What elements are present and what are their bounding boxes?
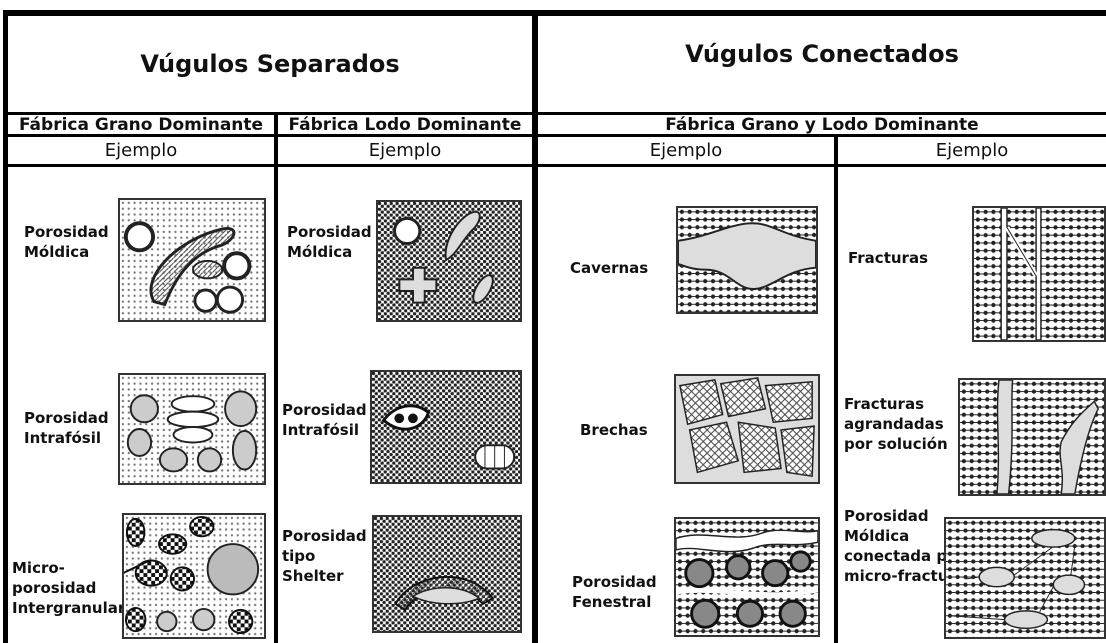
label-caverns: Cavernas xyxy=(570,258,648,278)
divider-header-row3 xyxy=(3,164,1106,167)
label-line: Micro- xyxy=(12,559,65,577)
divider-main-vertical xyxy=(532,10,538,643)
diagram-caverns xyxy=(676,206,818,314)
table-border-left xyxy=(3,10,8,643)
label-intergranular-microporosity: Micro- porosidad Intergranular xyxy=(12,558,125,618)
label-intrafossil-porosity: Porosidad Intrafósil xyxy=(24,408,109,448)
label-line: Móldica xyxy=(287,243,353,261)
header-example-col3: Ejemplo xyxy=(649,140,723,161)
label-line: Porosidad xyxy=(572,573,657,591)
label-line: Intrafósil xyxy=(24,429,101,447)
diagram-intergranular-microporosity xyxy=(122,513,266,639)
diagram-fractures xyxy=(972,206,1106,342)
label-line: Móldica xyxy=(24,243,90,261)
diagram-solution-enlarged-fractures xyxy=(958,378,1106,496)
diagram-intrafossil-mud xyxy=(370,370,522,484)
label-moldic-porosity-mud: Porosidad Móldica xyxy=(287,222,372,262)
divider-col1-col2 xyxy=(274,112,278,643)
diagram-intrafossil-grain xyxy=(118,373,266,485)
label-line: Intergranular xyxy=(12,599,126,617)
label-line: por solución xyxy=(844,435,948,453)
header-separated-vugs: Vúgulos Separados xyxy=(140,50,400,78)
label-line: porosidad xyxy=(12,579,97,597)
label-breccias: Brechas xyxy=(580,420,648,440)
label-fractures: Fracturas xyxy=(848,248,928,268)
label-line: Porosidad xyxy=(282,527,367,545)
label-moldic-connected-microfractures: Porosidad Móldica conectada por micro-fr… xyxy=(844,506,975,586)
label-line: Porosidad xyxy=(24,223,109,241)
label-line: Fenestral xyxy=(572,593,652,611)
header-example-col1: Ejemplo xyxy=(104,140,178,161)
label-shelter-porosity: Porosidad tipo Shelter xyxy=(282,526,367,586)
label-solution-enlarged-fractures: Fracturas agrandadas por solución xyxy=(844,394,948,454)
diagram-breccias xyxy=(674,374,820,484)
header-grain-dominant: Fábrica Grano Dominante xyxy=(18,114,264,135)
label-line: Fracturas xyxy=(844,395,924,413)
divider-col3-col4 xyxy=(834,137,838,643)
label-line: Fracturas xyxy=(848,249,928,267)
label-line: Porosidad xyxy=(844,507,929,525)
header-example-col4: Ejemplo xyxy=(935,140,1009,161)
label-line: Porosidad xyxy=(287,223,372,241)
divider-header-row2 xyxy=(3,134,1106,137)
label-line: Intrafósil xyxy=(282,421,359,439)
label-line: agrandadas xyxy=(844,415,944,433)
label-line: Brechas xyxy=(580,421,648,439)
label-line: Cavernas xyxy=(570,259,649,277)
label-line: Shelter xyxy=(282,567,344,585)
label-line: micro-fracturas xyxy=(844,567,975,585)
header-connected-vugs: Vúgulos Conectados xyxy=(685,40,959,68)
label-line: tipo xyxy=(282,547,316,565)
divider-header-row1 xyxy=(3,112,1106,115)
header-grain-mud-dominant: Fábrica Grano y Lodo Dominante xyxy=(665,114,979,135)
diagram-fenestral-porosity xyxy=(674,517,820,637)
table-border-top xyxy=(3,10,1106,16)
diagram-moldic-mud xyxy=(376,200,522,322)
label-line: Móldica xyxy=(844,527,910,545)
diagram-shelter-porosity xyxy=(372,515,522,633)
label-line: Porosidad xyxy=(282,401,367,419)
label-moldic-porosity: Porosidad Móldica xyxy=(24,222,109,262)
label-line: Porosidad xyxy=(24,409,109,427)
label-line: conectada por xyxy=(844,547,965,565)
label-fenestral-porosity: Porosidad Fenestral xyxy=(572,572,657,612)
header-example-col2: Ejemplo xyxy=(368,140,442,161)
diagram-moldic-grain xyxy=(118,198,266,322)
label-intrafossil-porosity-mud: Porosidad Intrafósil xyxy=(282,400,367,440)
diagram-moldic-connected-microfractures xyxy=(944,517,1106,639)
header-mud-dominant: Fábrica Lodo Dominante xyxy=(288,114,522,135)
